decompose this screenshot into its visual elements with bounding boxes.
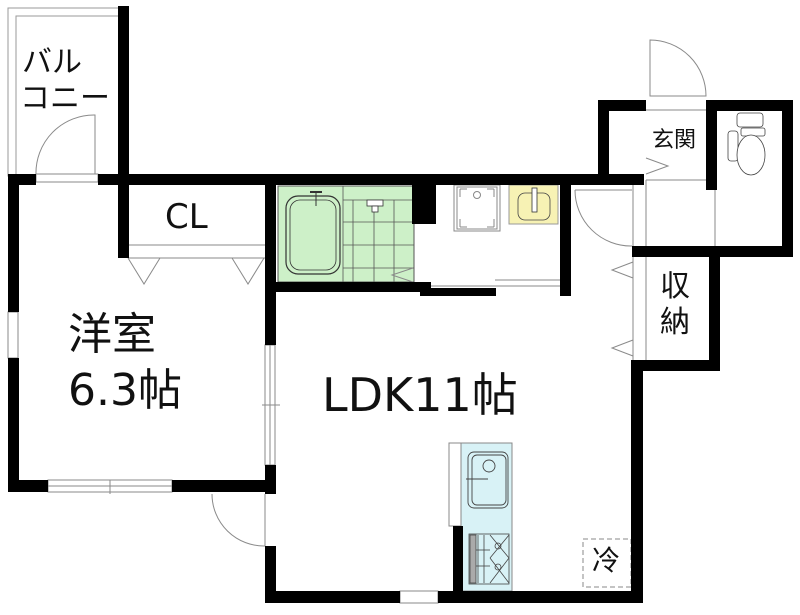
wash-basin-icon [508,184,559,225]
stove-icon [468,533,510,585]
western-room-label-line1: 洋室 [68,309,156,360]
shower-faucet-icon [366,199,384,213]
bathroom [277,185,415,283]
washing-machine-icon [453,184,501,232]
kitchen-sink-icon [466,451,509,509]
kitchen-counter [448,442,513,592]
ldk-label: LDK11帖 [322,368,518,422]
fridge-label: 冷 [592,544,621,577]
western-room-label-line2: 6.3帖 [68,365,182,416]
walls [8,6,793,603]
closet-label: CL [165,197,208,237]
balcony-label-line1: バル [22,45,82,80]
storage-label-line1: 収 [660,269,690,304]
entrance-label: 玄関 [652,128,697,153]
bathtub-icon [285,195,341,275]
balcony-label-line2: コニー [20,81,110,116]
toilet-icon [727,112,766,176]
storage-label-line2: 納 [660,305,690,340]
